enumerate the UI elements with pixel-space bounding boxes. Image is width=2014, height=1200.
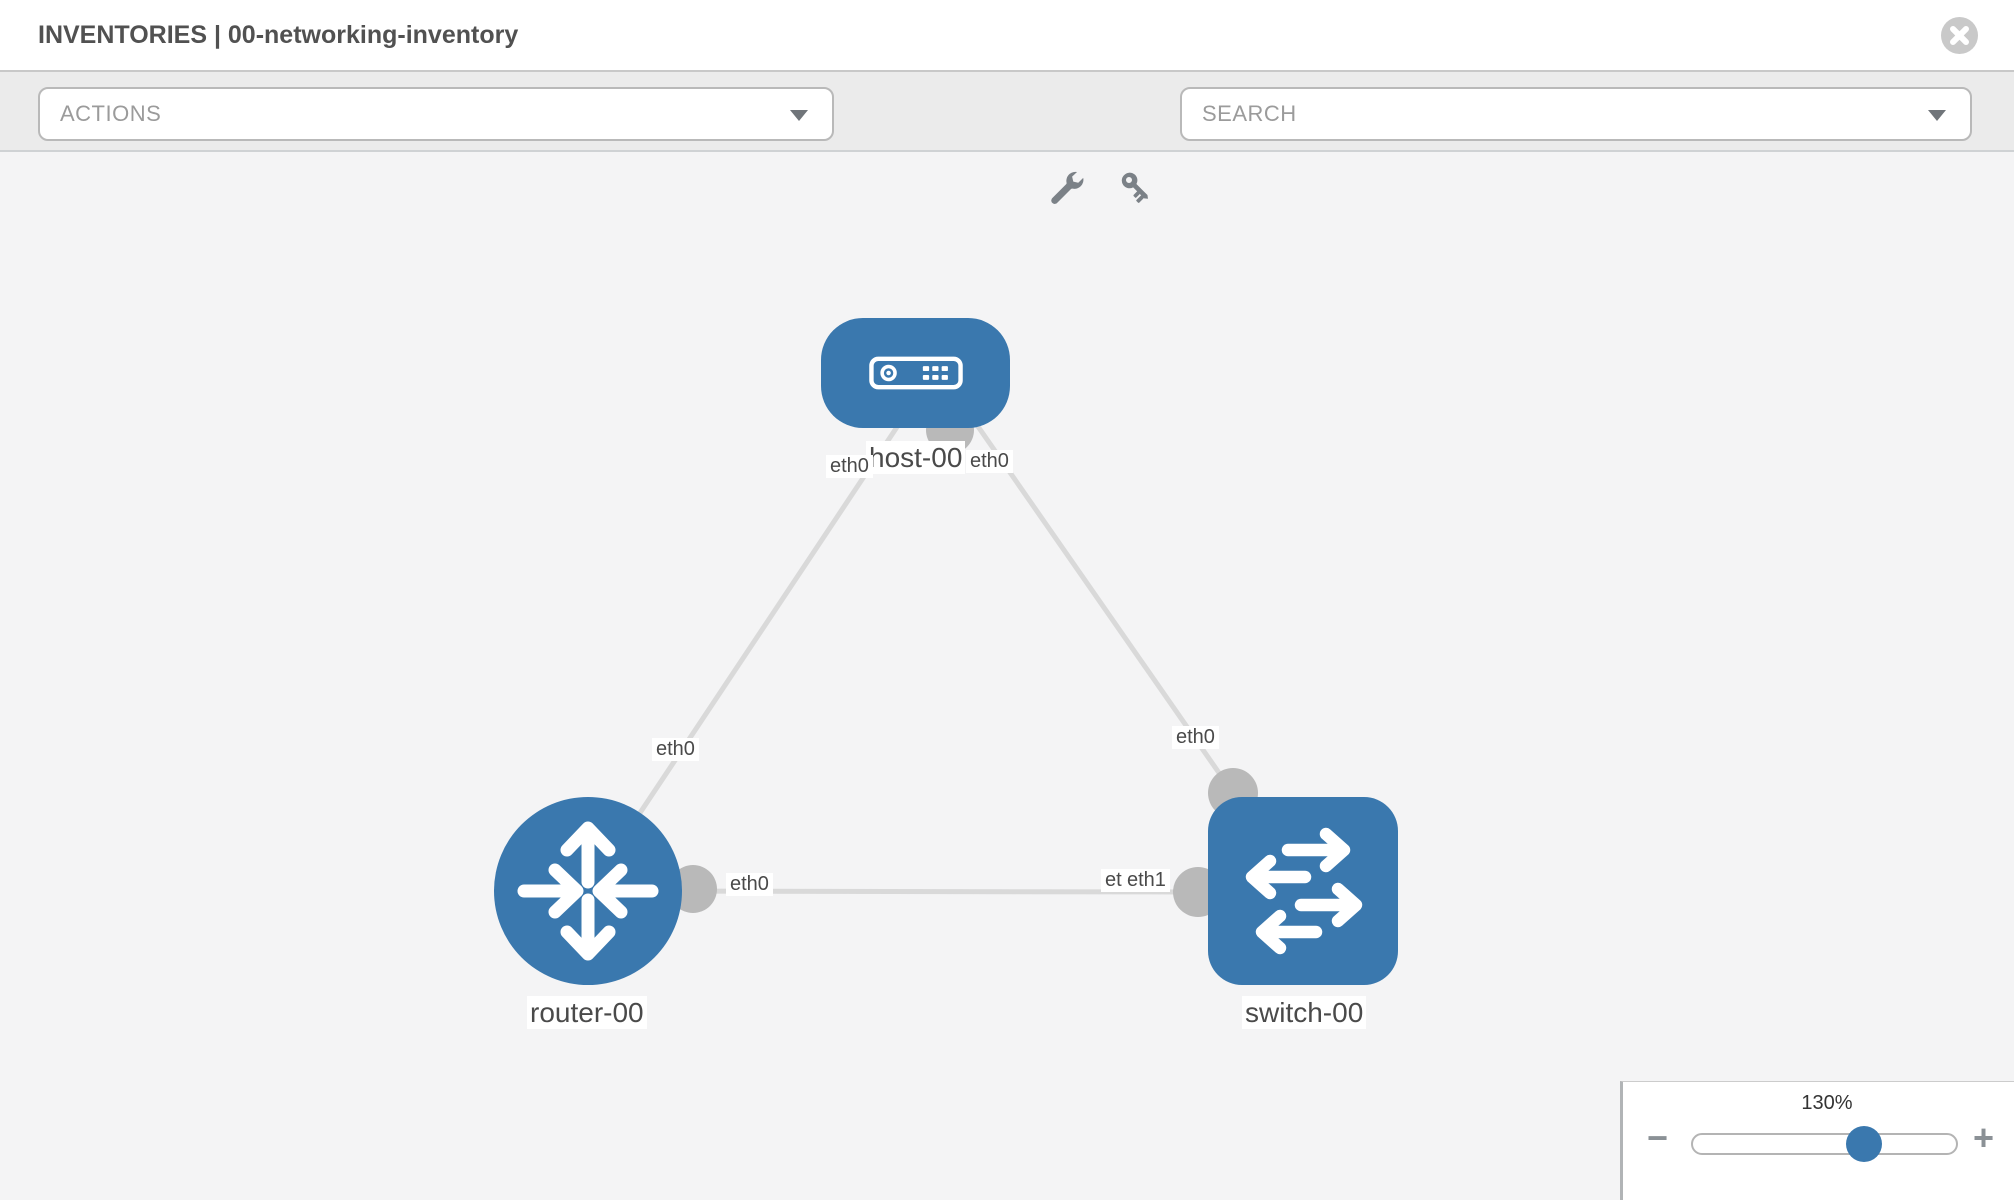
iface-label-router-eth0-uplink: eth0 [652,738,699,761]
node-label-router-00: router-00 [527,996,647,1029]
close-button[interactable] [1941,17,1978,54]
node-switch-00[interactable] [1208,797,1398,985]
zoom-in-button[interactable]: + [1973,1117,1995,1158]
chevron-down-icon [790,110,808,121]
zoom-out-button[interactable]: − [1647,1117,1669,1158]
key-icon [1121,172,1148,203]
iface-label-switch-eth1: eth1 [1123,869,1170,892]
node-label-switch-00: switch-00 [1242,996,1367,1029]
node-host-00[interactable] [821,318,1010,428]
zoom-control-panel: 130% − + [1620,1081,2014,1200]
iface-label-host-eth0-right: eth0 [966,450,1013,473]
configure-button[interactable] [1049,169,1085,205]
iface-label-host-eth0-left: eth0 [826,455,873,478]
window-header: INVENTORIES | 00-networking-inventory [0,0,2014,72]
credentials-button[interactable] [1118,169,1154,205]
search-dropdown[interactable]: SEARCH [1180,87,1972,141]
node-router-00[interactable] [494,797,682,985]
iface-label-switch-eth0: eth0 [1172,726,1219,749]
topology-canvas[interactable] [0,152,2014,1200]
zoom-slider-track[interactable] [1691,1133,1958,1155]
zoom-level-value: 130% [1801,1092,1853,1114]
chevron-down-icon [1928,110,1946,121]
page-title: INVENTORIES | 00-networking-inventory [38,21,519,49]
actions-dropdown[interactable]: ACTIONS [38,87,834,141]
iface-label-router-eth0: eth0 [726,873,773,896]
actions-dropdown-label: ACTIONS [60,101,162,126]
router-arrows-icon [517,821,659,961]
node-label-host-00: host-00 [866,441,966,474]
search-dropdown-label: SEARCH [1202,101,1297,126]
wrench-icon [1051,171,1084,204]
switch-arrows-icon [1245,827,1363,955]
toolbar: ACTIONS SEARCH [0,72,2014,204]
close-icon [1950,26,1969,45]
zoom-slider-handle[interactable] [1846,1126,1882,1162]
server-icon [868,356,963,390]
